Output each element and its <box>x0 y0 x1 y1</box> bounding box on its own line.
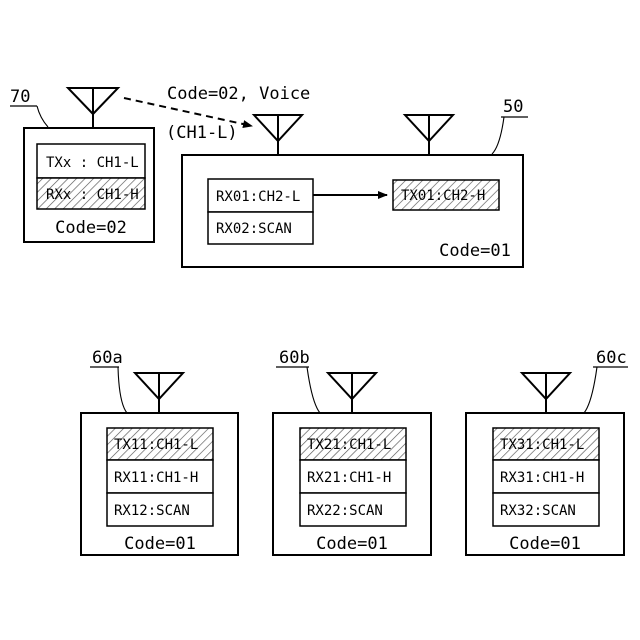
unit-ref: 60b <box>279 348 310 368</box>
transmitter-code: Code=02 <box>55 218 127 238</box>
antenna-icon <box>254 115 302 155</box>
relay-ref-leader <box>492 117 504 154</box>
transmitter-ref-leader <box>37 106 48 127</box>
relay-rx-label-1: RX01:CH2-L <box>216 189 300 205</box>
transmitter-ref: 70 <box>10 87 30 107</box>
unit-rx-label-1: RX31:CH1-H <box>500 470 584 486</box>
antenna-icon <box>135 373 183 413</box>
transmitter-tx-label: TXx : CH1-L <box>46 155 139 171</box>
unit-code: Code=01 <box>316 534 388 554</box>
relay-tx-label: TX01:CH2-H <box>401 188 485 204</box>
unit-60a: 60a TX11:CH1-L RX11:CH1-H RX12:SCAN Code… <box>81 348 238 555</box>
unit-ref-leader <box>118 367 127 413</box>
antenna-icon <box>405 115 453 155</box>
signal-transmission: Code=02, Voice (CH1-L) <box>124 84 310 143</box>
relay-rx-label-2: RX02:SCAN <box>216 221 292 237</box>
unit-ref: 60a <box>92 348 123 368</box>
relay-ref: 50 <box>503 97 523 117</box>
unit-60b: 60b TX21:CH1-L RX21:CH1-H RX22:SCAN Code… <box>273 348 431 555</box>
transmitter-device: 70 TXx : CH1-L RXx : CH1-H Code=02 <box>10 87 154 242</box>
relay-code: Code=01 <box>439 241 511 261</box>
antenna-icon <box>68 88 118 128</box>
unit-ref-leader <box>584 367 597 413</box>
unit-code: Code=01 <box>124 534 196 554</box>
unit-ref: 60c <box>596 348 627 368</box>
signal-label: Code=02, Voice <box>167 84 310 104</box>
unit-code: Code=01 <box>509 534 581 554</box>
unit-tx-label: TX31:CH1-L <box>500 437 584 453</box>
unit-rx-label-2: RX32:SCAN <box>500 503 576 519</box>
unit-60c: 60c TX31:CH1-L RX31:CH1-H RX32:SCAN Code… <box>466 348 628 555</box>
unit-ref-leader <box>307 367 320 413</box>
antenna-icon <box>522 373 570 413</box>
unit-rx-label-2: RX22:SCAN <box>307 503 383 519</box>
unit-tx-label: TX11:CH1-L <box>114 437 198 453</box>
antenna-icon <box>328 373 376 413</box>
unit-rx-label-2: RX12:SCAN <box>114 503 190 519</box>
unit-tx-label: TX21:CH1-L <box>307 437 391 453</box>
unit-rx-label-1: RX11:CH1-H <box>114 470 198 486</box>
signal-channel-label: (CH1-L) <box>166 123 238 143</box>
transmitter-rx-label: RXx : CH1-H <box>46 187 139 203</box>
unit-rx-label-1: RX21:CH1-H <box>307 470 391 486</box>
